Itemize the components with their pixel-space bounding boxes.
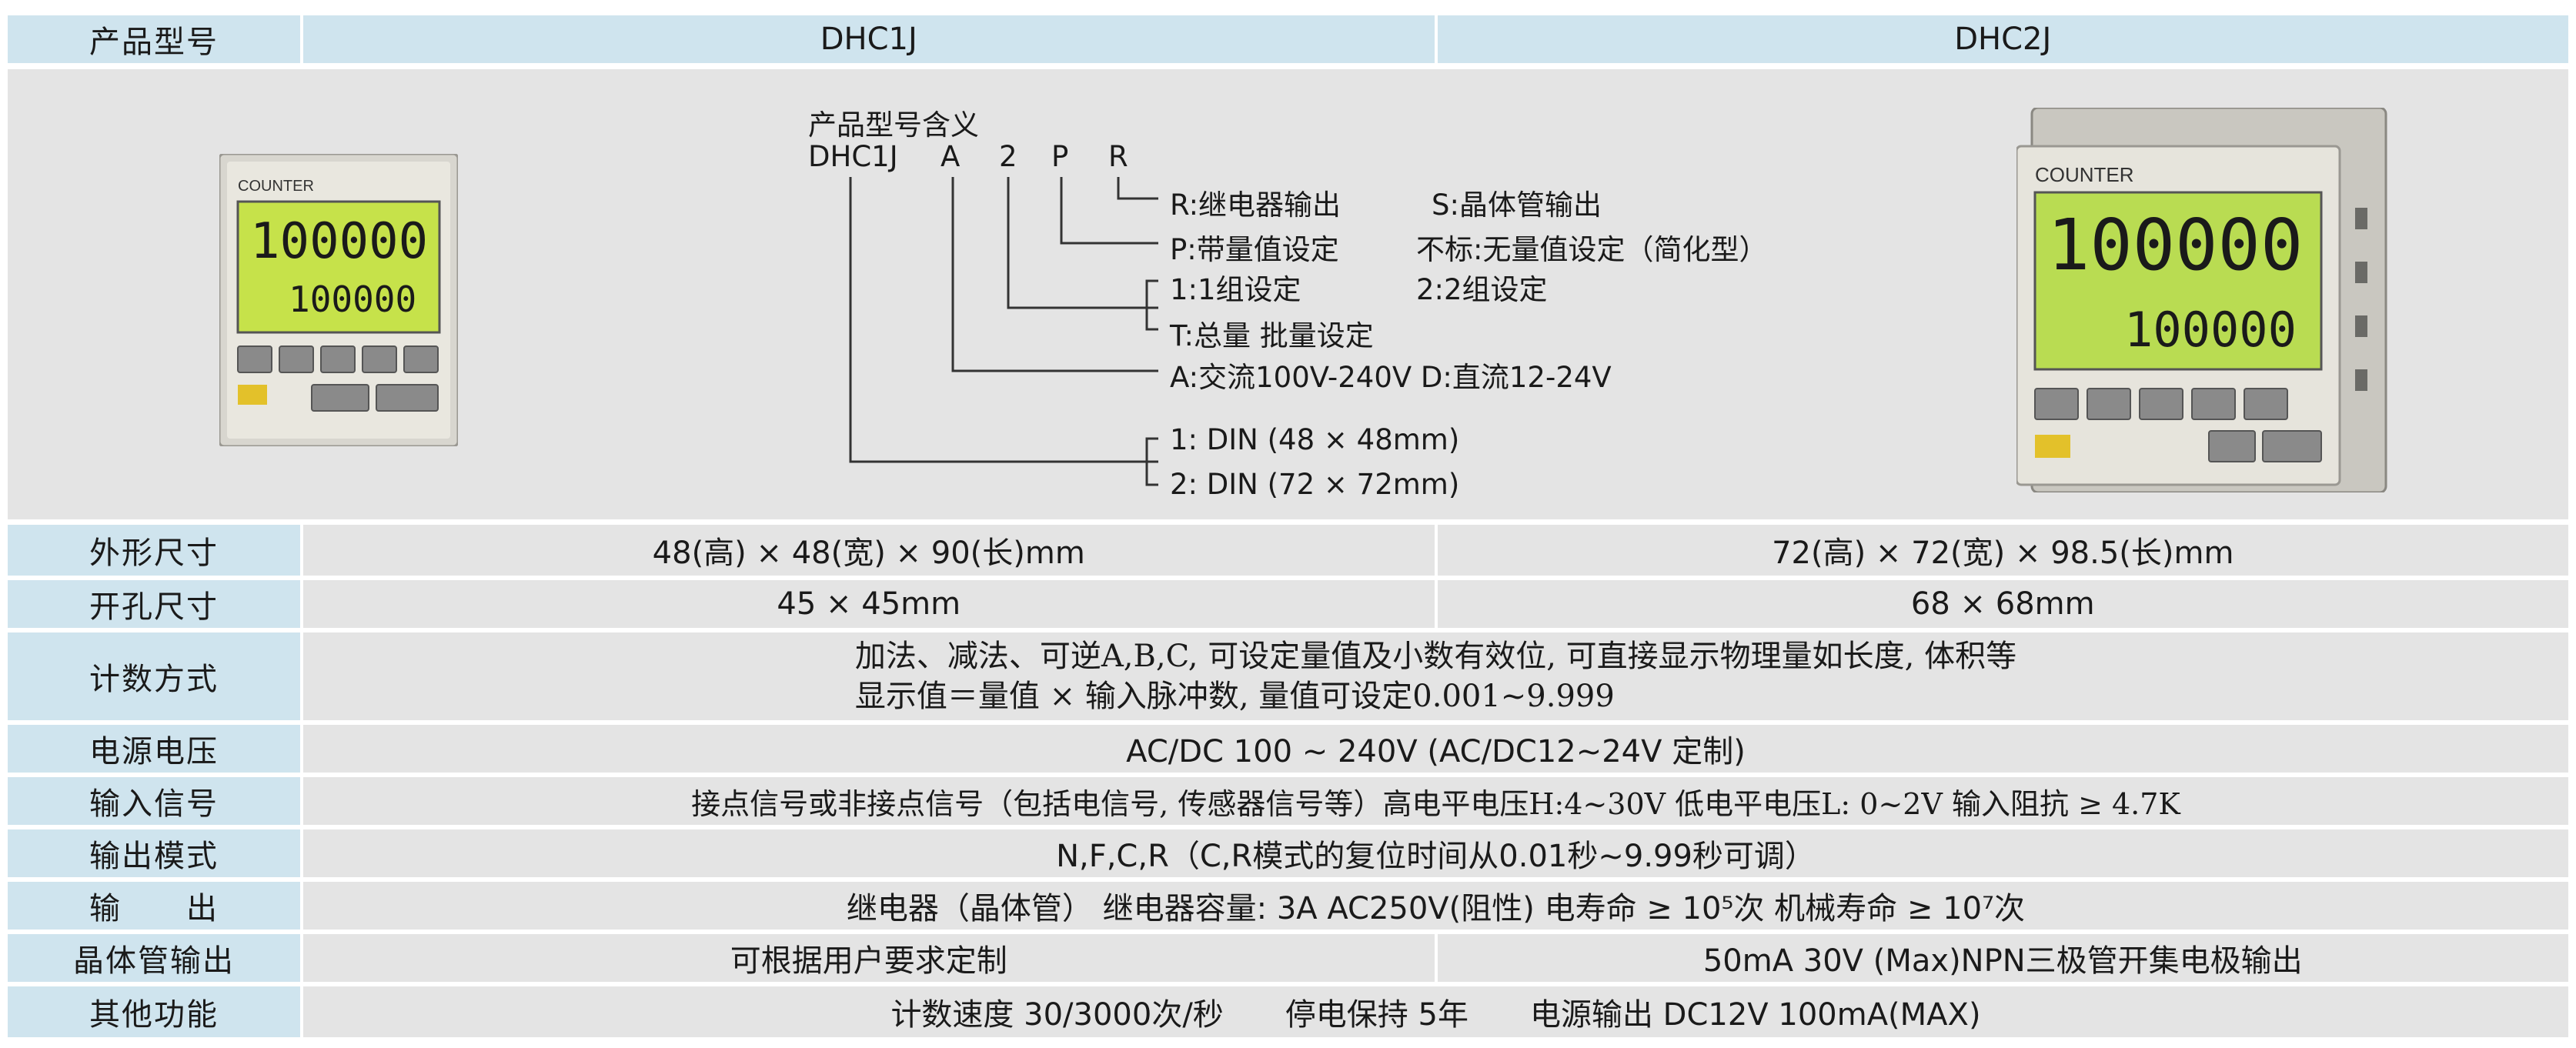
diagram-line-groups-left: 1:1组设定 xyxy=(1170,273,1301,306)
code-part-output: R xyxy=(1108,140,1128,173)
row-label: 开孔尺寸 xyxy=(8,580,300,628)
output-value: 继电器（晶体管） 继电器容量: 3A AC250V(阻性) 电寿命 ≥ 10⁵次… xyxy=(300,882,2568,930)
count-mode-value: 加法、减法、可逆A,B,C, 可设定量值及小数有效位, 可直接显示物理量如长度,… xyxy=(300,632,2568,720)
output-mode-value: N,F,C,R（C,R模式的复位时间从0.01秒~9.99秒可调） xyxy=(300,829,2568,877)
row-label: 其他功能 xyxy=(8,986,300,1037)
transistor-dhc2j: 50mA 30V (Max)NPN三极管开集电极输出 xyxy=(1434,934,2568,982)
dhc2j-device-image: COUNTER 100000 100000 xyxy=(2016,108,2387,492)
diagram-line-total: T:总量 批量设定 xyxy=(1170,319,1374,352)
spec-row-count-mode: 计数方式 加法、减法、可逆A,B,C, 可设定量值及小数有效位, 可直接显示物理… xyxy=(8,632,2568,720)
model-dhc1j: DHC1J xyxy=(300,15,1435,63)
row-label: 电源电压 xyxy=(8,725,300,773)
diagram-line-din48: 1: DIN (48 × 48mm) xyxy=(1170,423,1460,456)
row-label: 输 出 xyxy=(8,882,300,930)
cutout-dhc2j: 68 × 68mm xyxy=(1434,580,2568,628)
input-value: 接点信号或非接点信号（包括电信号, 传感器信号等）高电平电压H:4~30V 低电… xyxy=(300,777,2568,825)
spec-row-power: 电源电压 AC/DC 100 ~ 240V (AC/DC12~24V 定制) xyxy=(8,725,2568,773)
code-part-preset: P xyxy=(1051,140,1069,173)
other-functions-value: 计数速度 30/3000次/秒 停电保持 5年 电源输出 DC12V 100mA… xyxy=(300,986,2568,1037)
diagram-line-preset-right: 不标:无量值设定（简化型） xyxy=(1416,233,1768,266)
model-dhc2j: DHC2J xyxy=(1434,15,2568,63)
transistor-dhc1j: 可根据用户要求定制 xyxy=(300,934,1435,982)
count-mode-line-2: 显示值＝量值 × 输入脉冲数, 量值可设定0.001~9.999 xyxy=(854,679,1615,714)
code-part-power: A xyxy=(941,140,961,173)
diagram-line-din72: 2: DIN (72 × 72mm) xyxy=(1170,468,1460,501)
row-label: 外形尺寸 xyxy=(8,525,300,576)
diagram-line-preset-left: P:带量值设定 xyxy=(1170,233,1339,266)
header-label: 产品型号 xyxy=(8,15,300,63)
row-label: 输出模式 xyxy=(8,829,300,877)
row-label: 计数方式 xyxy=(8,632,300,720)
diagram-line-power: A:交流100V-240V D:直流12-24V xyxy=(1170,361,1612,394)
spec-row-output-mode: 输出模式 N,F,C,R（C,R模式的复位时间从0.01秒~9.99秒可调） xyxy=(8,829,2568,877)
spec-row-input: 输入信号 接点信号或非接点信号（包括电信号, 传感器信号等）高电平电压H:4~3… xyxy=(8,777,2568,825)
dhc1j-brand-label: COUNTER xyxy=(238,178,314,195)
dimensions-dhc2j: 72(高) × 72(宽) × 98.5(长)mm xyxy=(1434,525,2568,576)
dhc1j-display-bottom: 100000 xyxy=(289,279,416,320)
dhc1j-device-image: COUNTER 100000 100000 xyxy=(219,154,458,446)
header-row: 产品型号 DHC1J DHC2J xyxy=(8,15,2568,63)
spec-row-other: 其他功能 计数速度 30/3000次/秒 停电保持 5年 电源输出 DC12V … xyxy=(8,986,2568,1037)
dimensions-dhc1j: 48(高) × 48(宽) × 90(长)mm xyxy=(300,525,1435,576)
model-code-diagram: 产品型号含义 DHC1J A 2 P R R:继电器输出 S:晶体管输出 P:带… xyxy=(808,100,1770,516)
dhc1j-display-top: 100000 xyxy=(250,213,428,270)
power-value: AC/DC 100 ~ 240V (AC/DC12~24V 定制) xyxy=(300,725,2568,773)
spec-row-output: 输 出 继电器（晶体管） 继电器容量: 3A AC250V(阻性) 电寿命 ≥ … xyxy=(8,882,2568,930)
row-label: 晶体管输出 xyxy=(8,934,300,982)
spec-row-dimensions: 外形尺寸 48(高) × 48(宽) × 90(长)mm 72(高) × 72(… xyxy=(8,525,2568,576)
diagram-line-output-left: R:继电器输出 xyxy=(1170,189,1341,222)
spec-row-cutout: 开孔尺寸 45 × 45mm 68 × 68mm xyxy=(8,580,2568,628)
count-mode-line-1: 加法、减法、可逆A,B,C, 可设定量值及小数有效位, 可直接显示物理量如长度,… xyxy=(854,639,2017,674)
diagram-line-output-right: S:晶体管输出 xyxy=(1432,189,1602,222)
dhc2j-display-top: 100000 xyxy=(2047,204,2303,286)
dhc2j-display-bottom: 100000 xyxy=(2124,302,2297,358)
cutout-dhc1j: 45 × 45mm xyxy=(300,580,1435,628)
dhc2j-brand-label: COUNTER xyxy=(2035,163,2134,186)
code-part-series: DHC1J xyxy=(808,140,898,173)
diagram-connector-lines xyxy=(849,177,1158,486)
row-label: 输入信号 xyxy=(8,777,300,825)
diagram-title: 产品型号含义 xyxy=(808,108,979,142)
spec-row-transistor: 晶体管输出 可根据用户要求定制 50mA 30V (Max)NPN三极管开集电极… xyxy=(8,934,2568,982)
code-part-groups: 2 xyxy=(999,140,1017,173)
diagram-line-groups-right: 2:2组设定 xyxy=(1416,273,1548,306)
